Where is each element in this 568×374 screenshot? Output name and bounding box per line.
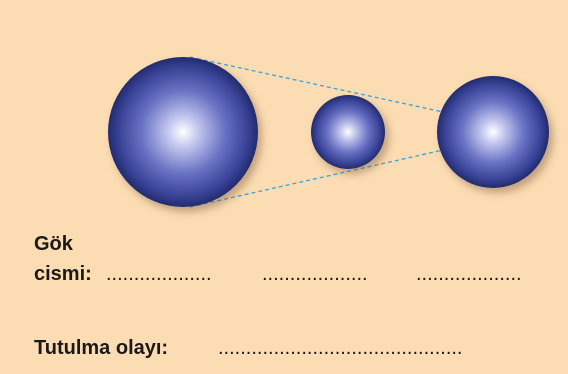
eclipse-type-label: Tutulma olayı: (34, 336, 168, 360)
answer-blank-2[interactable]: ................... (262, 262, 402, 286)
medium-sphere (437, 76, 549, 188)
eclipse-diagram (0, 0, 568, 230)
celestial-body-label-line1: Gök (34, 232, 73, 256)
small-sphere (311, 95, 385, 169)
answer-blank-3[interactable]: ................... (416, 262, 556, 286)
answer-blank-eclipse[interactable]: ........................................… (218, 336, 556, 360)
celestial-body-label-line2: cismi: (34, 262, 92, 286)
answer-blank-1[interactable]: ................... (106, 262, 246, 286)
large-sphere (108, 57, 258, 207)
